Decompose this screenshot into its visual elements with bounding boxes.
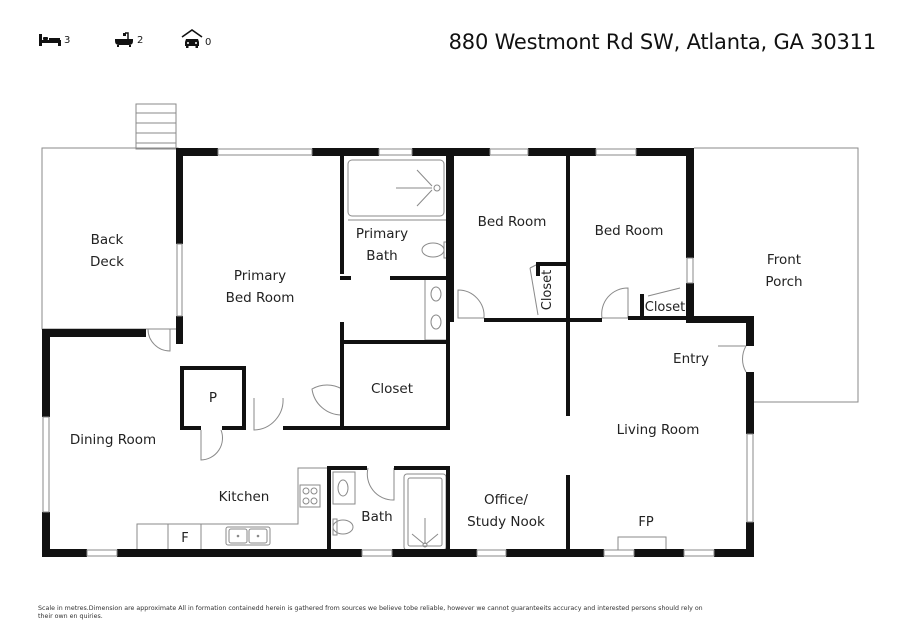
room-pantry: P [208, 390, 218, 406]
garage-stat: 0 [181, 29, 211, 49]
garage-car-icon [181, 29, 203, 48]
room-entry: Entry [673, 351, 709, 367]
bedrooms-count: 3 [64, 35, 71, 46]
room-bed-room-2: Bed Room [594, 223, 664, 239]
room-primary-bed-room: Primary Bed Room [225, 268, 295, 306]
fireplace-label: FP [638, 515, 654, 530]
room-primary-bath: Primary Bath [355, 226, 409, 264]
bedrooms-stat: 3 [38, 33, 70, 47]
room-closet-bed-1: Closet [540, 269, 555, 311]
room-kitchen: Kitchen [218, 489, 270, 505]
room-dining-room: Dining Room [69, 432, 157, 448]
bathrooms-count: 2 [137, 35, 144, 46]
property-address: 880 Westmont Rd SW, Atlanta, GA 30311 [448, 30, 877, 54]
bathtub-icon [115, 32, 133, 47]
room-living-room: Living Room [616, 422, 700, 438]
room-bath: Bath [361, 509, 393, 525]
room-office-study-nook: Office/ Study Nook [467, 492, 545, 530]
disclaimer-text: Scale in metres.Dimension are approximat… [38, 605, 703, 620]
room-closet-bed-2: Closet [644, 300, 686, 315]
windows [42, 148, 754, 557]
fridge-label: F [181, 531, 189, 546]
bed-icon [39, 34, 61, 46]
room-back-deck: Back Deck [90, 232, 124, 270]
room-primary-closet: Closet [370, 381, 414, 397]
bathrooms-stat: 2 [113, 31, 143, 47]
room-bed-room-1: Bed Room [477, 214, 547, 230]
room-front-porch: Front Porch [765, 252, 803, 290]
garage-count: 0 [205, 37, 212, 48]
walls [42, 148, 754, 557]
